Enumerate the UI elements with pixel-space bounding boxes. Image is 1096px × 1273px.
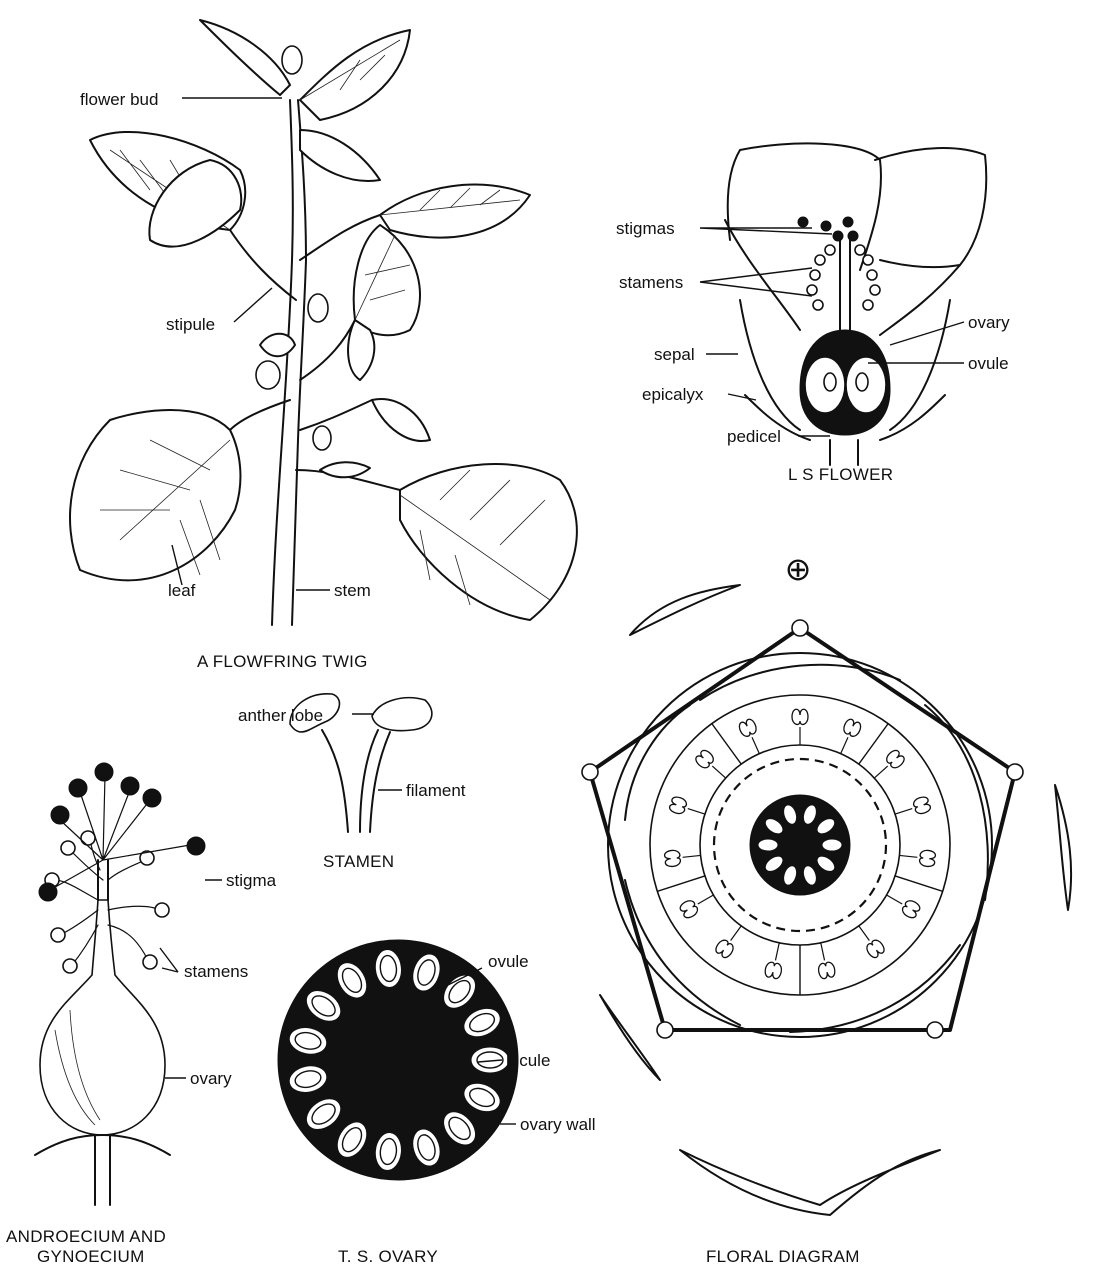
floral-staminal-division: [657, 876, 705, 891]
floral-anther: [900, 898, 921, 919]
label-ovary-ls: ovary: [968, 313, 1010, 332]
androecium-gynoecium-figure: stigma stamens ovary ANDROECIUM AND GYNO…: [6, 763, 277, 1266]
label-leaf: leaf: [168, 581, 196, 600]
floral-filament: [874, 766, 887, 778]
floral-anther: [714, 938, 736, 960]
twig-leaf-lower-left: [70, 410, 240, 580]
floral-staminal-division: [712, 724, 741, 764]
label-flower-bud: flower bud: [80, 90, 158, 109]
ls-flower-figure: stigmas stamens ovary sepal ovule epical…: [616, 143, 1010, 484]
floral-anther: [668, 795, 687, 815]
floral-filament: [841, 737, 848, 753]
caption-androecium-line2: GYNOECIUM: [37, 1247, 145, 1266]
caption-floral-diagram: FLORAL DIAGRAM: [706, 1247, 860, 1266]
caption-stamen: STAMEN: [323, 852, 394, 871]
floral-filament: [683, 855, 701, 857]
floral-anther: [864, 938, 886, 960]
label-epicalyx: epicalyx: [642, 385, 704, 404]
floral-staminal-division: [895, 876, 943, 891]
label-anther-lobe: anther lobe: [238, 706, 323, 725]
ls-flower-stamens: [807, 245, 880, 310]
floral-anther: [678, 898, 699, 919]
label-ovary-wall: ovary wall: [520, 1115, 596, 1134]
twig-leaf-mid-right: [380, 185, 530, 238]
floral-filament: [712, 766, 725, 778]
twig-leaf-lower-right: [400, 464, 577, 620]
label-sepal: sepal: [654, 345, 695, 364]
floral-filament: [752, 737, 759, 753]
caption-ts-ovary: T. S. OVARY: [338, 1247, 438, 1266]
label-stamens-ls: stamens: [619, 273, 683, 292]
floral-anther: [664, 850, 681, 868]
label-filament: filament: [406, 781, 466, 800]
floral-anther: [792, 709, 808, 724]
floral-filament: [899, 855, 917, 857]
label-stipule: stipule: [166, 315, 215, 334]
floral-filament: [731, 926, 742, 941]
floral-filament: [887, 895, 903, 904]
caption-flowering-twig: A FLOWFRING TWIG: [197, 652, 368, 671]
stamen-figure: anther lobe filament STAMEN: [238, 694, 466, 871]
label-locule: locule: [506, 1051, 550, 1070]
label-stamens-androecium: stamens: [184, 962, 248, 981]
floral-anther: [737, 718, 758, 738]
floral-filament: [775, 943, 779, 961]
twig-stem: [272, 100, 293, 625]
floral-staminal-division: [859, 724, 888, 764]
label-pedicel: pedicel: [727, 427, 781, 446]
label-stem: stem: [334, 581, 371, 600]
floral-filament: [821, 943, 825, 961]
floral-anther: [919, 850, 936, 868]
floral-anther: [912, 795, 931, 815]
label-stigmas: stigmas: [616, 219, 675, 238]
floral-anther: [842, 718, 863, 738]
caption-ls-flower: L S FLOWER: [788, 465, 893, 484]
flowering-twig-figure: flower bud stipule leaf stem A FLOWFRING…: [70, 20, 577, 671]
floral-epicalyx: [630, 585, 740, 635]
caption-androecium-line1: ANDROECIUM AND: [6, 1227, 166, 1246]
twig-flower-bud: [282, 46, 302, 74]
ls-flower-stigmas: [798, 217, 858, 241]
floral-ovule: [758, 839, 778, 851]
floral-ovule: [822, 839, 842, 851]
floral-anther: [764, 961, 783, 979]
label-ovary-androecium: ovary: [190, 1069, 232, 1088]
floral-filament: [859, 926, 870, 941]
actinomorphic-symbol: ⊕: [785, 550, 812, 588]
label-ovule-ts: ovule: [488, 952, 529, 971]
floral-filament: [895, 809, 912, 815]
floral-filament: [688, 809, 705, 815]
floral-filament: [698, 895, 714, 904]
ls-flower-sepal: [740, 300, 800, 430]
ts-ovary-figure: ovule locule ovary wall T. S. OVARY: [278, 940, 596, 1266]
ls-flower-pedicel: [830, 440, 858, 465]
ls-flower-petal-right: [875, 148, 986, 267]
floral-anther: [817, 961, 836, 979]
androecium-stigmas: [39, 763, 205, 901]
stamen-anther-lobe: [372, 698, 432, 731]
floral-diagram-figure: ⊕ FLORAL DIAGRAM: [582, 550, 1071, 1266]
label-ovule-ls: ovule: [968, 354, 1009, 373]
label-stigma: stigma: [226, 871, 277, 890]
ls-flower-ovule: [824, 373, 836, 391]
